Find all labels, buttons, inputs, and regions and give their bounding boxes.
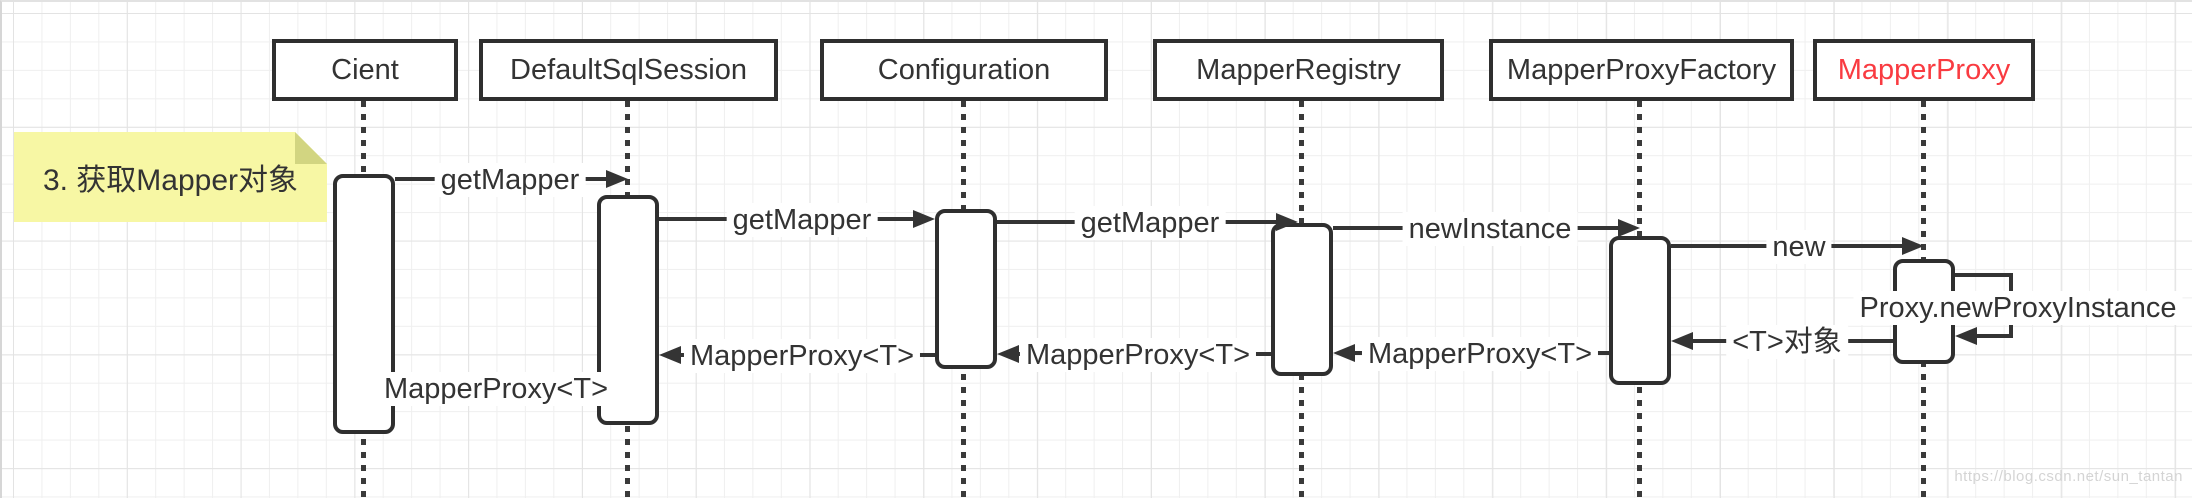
activation-bar-defaultsqlsession (597, 195, 659, 425)
activation-bar-configuration (935, 209, 997, 369)
message-label: <T>对象 (1726, 325, 1848, 359)
note-fold-icon (295, 132, 327, 164)
lifeline-head-configuration: Configuration (820, 39, 1108, 101)
arrowhead-left-icon (997, 345, 1019, 363)
lifeline-head-cient: Cient (272, 39, 458, 101)
lifeline-head-defaultsqlsession: DefaultSqlSession (479, 39, 778, 101)
activation-bar-mapperproxyfactory (1609, 236, 1671, 385)
lifeline-name: DefaultSqlSession (510, 53, 747, 86)
self-message-line (1977, 334, 2013, 338)
note: 3. 获取Mapper对象 (14, 132, 327, 222)
arrowhead-left-icon (1671, 332, 1693, 350)
arrowhead-right-icon (913, 210, 935, 228)
activation-bar-mapperregistry (1271, 223, 1333, 376)
lifeline-name: MapperProxy (1837, 53, 2011, 86)
message-label: getMapper (1074, 206, 1226, 240)
message-label: getMapper (726, 203, 878, 237)
message-label: newInstance (1402, 212, 1578, 246)
lifeline-name: MapperRegistry (1196, 53, 1401, 86)
lifeline-head-mapperproxyfactory: MapperProxyFactory (1489, 39, 1794, 101)
arrowhead-right-icon (1276, 213, 1298, 231)
message-label: Proxy.newProxyInstance (1853, 291, 2183, 325)
arrowhead-right-icon (1618, 219, 1640, 237)
message-label: MapperProxy<T> (369, 372, 623, 406)
arrowhead-right-icon (606, 170, 628, 188)
lifeline-head-mapperregistry: MapperRegistry (1153, 39, 1444, 101)
arrowhead-left-icon (1955, 327, 1977, 345)
message-label: MapperProxy<T> (1019, 338, 1257, 372)
message-label: getMapper (434, 163, 586, 197)
message-label: MapperProxy<T> (683, 339, 921, 373)
message-label: new (1766, 230, 1832, 264)
lifeline-name: Cient (331, 53, 399, 86)
watermark: https://blog.csdn.net/sun_tantan (1954, 468, 2183, 485)
lifeline-name: Configuration (877, 53, 1051, 86)
lifeline-head-mapperproxy: MapperProxy (1813, 39, 2035, 101)
arrowhead-left-icon (1333, 344, 1355, 362)
note-label: 3. 获取Mapper对象 (42, 164, 299, 197)
arrowhead-left-icon (659, 346, 681, 364)
activation-bar-cient (333, 174, 395, 434)
message-label: MapperProxy<T> (1361, 337, 1599, 371)
arrowhead-right-icon (1902, 237, 1924, 255)
lifeline-name: MapperProxyFactory (1506, 53, 1777, 86)
self-message-line (1955, 273, 2013, 277)
